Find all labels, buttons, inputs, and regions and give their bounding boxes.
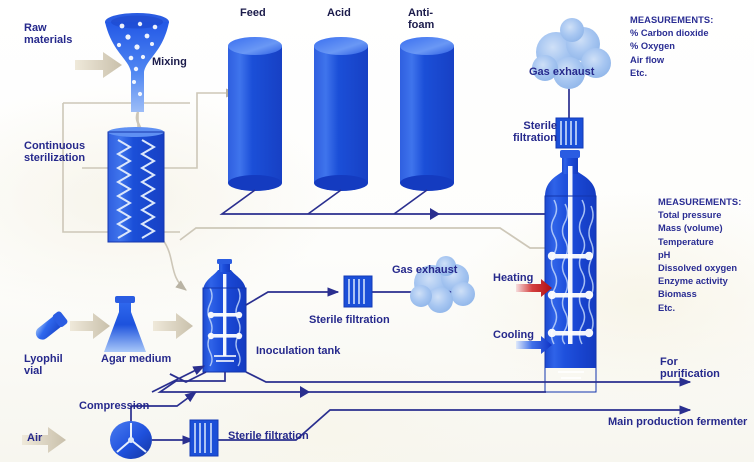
- sterilizer-return-pipe: [179, 227, 566, 249]
- label-main-production-fermenter: Main production fermenter: [608, 416, 748, 428]
- label-antifoam: Anti- foam: [408, 7, 435, 32]
- label-heating: Heating: [493, 272, 534, 284]
- gas-exhaust-cloud-top: [532, 18, 611, 89]
- sterile-filter-top: [555, 117, 584, 149]
- label-agar-medium: Agar medium: [101, 353, 172, 365]
- antifoam-tank: [400, 37, 454, 191]
- lyophil-vial: [35, 311, 68, 340]
- cooling-arrow: [516, 336, 552, 354]
- measurements-exhaust-item: % Oxygen: [630, 41, 675, 52]
- heating-arrow: [516, 279, 552, 297]
- feed-bus-pipes: [219, 189, 570, 215]
- measurements-fermenter-heading: MEASUREMENTS:: [658, 197, 742, 207]
- measurements-fermenter-item: Dissolved oxygen: [658, 262, 738, 273]
- mixing-funnel: [105, 13, 169, 142]
- label-gas-exhaust-middle: Gas exhaust: [392, 264, 458, 276]
- label-inoculation-tank: Inoculation tank: [256, 345, 341, 357]
- measurements-fermenter: MEASUREMENTS: Total pressure Mass (volum…: [658, 196, 741, 315]
- label-continuous-sterilization: Continuous sterilization: [24, 140, 86, 165]
- sterile-filter-middle: [343, 275, 373, 308]
- label-cooling: Cooling: [493, 329, 534, 341]
- measurements-fermenter-item: Enzyme activity: [658, 276, 728, 287]
- agar-medium-flask: [104, 296, 146, 352]
- label-mixing: Mixing: [152, 56, 187, 68]
- label-sterile-filtration-top: Sterile filtration: [513, 120, 557, 145]
- label-raw-materials: Raw materials: [24, 22, 73, 47]
- label-sterile-filtration-middle: Sterile filtration: [309, 314, 390, 326]
- gas-exhaust-cloud-middle: [410, 256, 475, 313]
- label-for-purification: For purification: [660, 356, 720, 381]
- measurements-exhaust-item: Etc.: [630, 67, 648, 78]
- measurements-fermenter-item: Etc.: [658, 302, 676, 313]
- measurements-fermenter-item: Mass (volume): [658, 223, 723, 234]
- measurements-exhaust-item: % Carbon dioxide: [630, 28, 709, 39]
- label-compression: Compression: [79, 400, 150, 412]
- measurements-fermenter-item: Temperature: [658, 236, 714, 247]
- label-gas-exhaust-top: Gas exhaust: [529, 66, 595, 78]
- sterile-filter-bottom: [189, 419, 219, 457]
- label-sterile-filtration-bottom: Sterile filtration: [228, 430, 309, 442]
- inoculation-tank: [202, 259, 247, 373]
- air-into-inoculation-arrow: [151, 365, 206, 393]
- label-acid: Acid: [327, 7, 351, 19]
- main-production-fermenter: [544, 150, 597, 393]
- label-lyophil-vial: Lyophil vial: [24, 353, 63, 378]
- feed-tank: [228, 37, 282, 191]
- bus-arrow-heads: [300, 208, 440, 398]
- beige-guide-pipes: [62, 88, 238, 291]
- beige-process-arrows: [22, 52, 193, 453]
- transfer-and-air-pipes: [130, 371, 692, 441]
- air-compressor-pump: [110, 421, 152, 459]
- measurements-exhaust-item: Air flow: [630, 54, 665, 65]
- measurements-fermenter-item: Total pressure: [658, 210, 722, 221]
- label-air: Air: [27, 432, 43, 444]
- label-feed: Feed: [240, 7, 266, 19]
- measurements-fermenter-item: pH: [658, 249, 671, 260]
- measurements-fermenter-item: Biomass: [658, 289, 697, 300]
- measurements-exhaust: MEASUREMENTS: % Carbon dioxide % Oxygen …: [630, 14, 713, 80]
- measurements-exhaust-heading: MEASUREMENTS:: [630, 15, 714, 25]
- acid-tank: [314, 37, 368, 191]
- continuous-sterilization-unit: [107, 127, 165, 243]
